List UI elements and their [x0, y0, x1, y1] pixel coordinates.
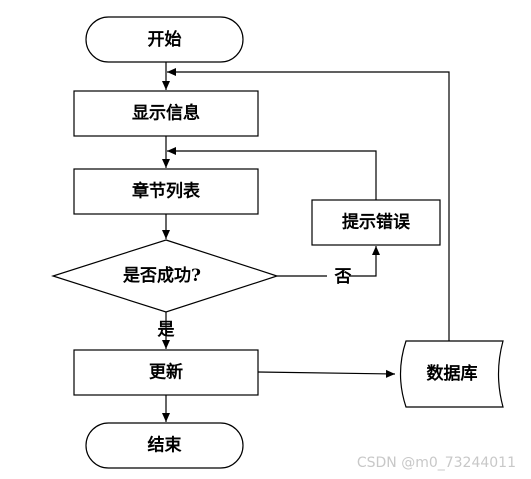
arrow-update-to-database — [257, 369, 396, 378]
show-info-label: 显示信息 — [132, 103, 200, 124]
arrow-error-loop-back — [167, 147, 377, 200]
database-label: 数据库 — [427, 363, 478, 384]
csdn-watermark: CSDN @m0_73244011 — [357, 455, 516, 471]
error-prompt-node: 提示错误 — [311, 199, 441, 246]
start-node: 开始 — [85, 16, 244, 63]
yes-branch-label: 是 — [158, 320, 175, 340]
arrow-decision-no-to-error — [277, 246, 380, 277]
end-node: 结束 — [85, 422, 244, 469]
database-node: 数据库 — [399, 340, 504, 408]
chapter-list-node: 章节列表 — [73, 168, 259, 215]
end-label: 结束 — [148, 435, 182, 456]
update-label: 更新 — [149, 362, 183, 383]
is-success-label: 是否成功? — [123, 265, 201, 286]
show-info-node: 显示信息 — [73, 90, 259, 137]
is-success-decision: 是否成功? — [51, 239, 279, 313]
start-label: 开始 — [148, 29, 182, 50]
no-branch-label: 否 — [334, 267, 352, 287]
arrow-database-loop-back — [167, 68, 450, 341]
error-prompt-label: 提示错误 — [342, 212, 411, 233]
no-label-backdrop — [327, 266, 349, 286]
chapter-list-label: 章节列表 — [132, 181, 201, 202]
update-node: 更新 — [73, 349, 259, 396]
